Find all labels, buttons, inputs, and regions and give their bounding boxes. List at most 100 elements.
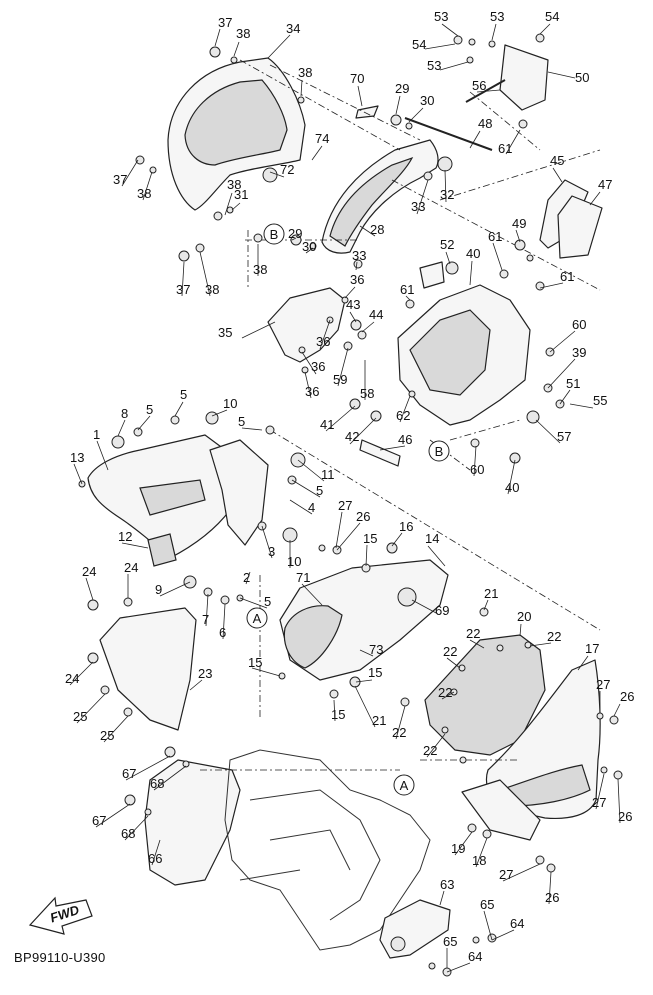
svg-text:59: 59 [333, 372, 347, 387]
svg-text:53: 53 [434, 9, 448, 24]
svg-text:50: 50 [575, 70, 589, 85]
svg-text:74: 74 [315, 131, 329, 146]
svg-text:22: 22 [392, 725, 406, 740]
svg-text:B: B [270, 227, 279, 242]
svg-text:26: 26 [356, 509, 370, 524]
svg-text:44: 44 [369, 307, 383, 322]
svg-text:7: 7 [202, 612, 209, 627]
svg-text:15: 15 [368, 665, 382, 680]
svg-text:9: 9 [155, 582, 162, 597]
svg-text:45: 45 [550, 153, 564, 168]
svg-text:61: 61 [560, 269, 574, 284]
svg-text:22: 22 [423, 743, 437, 758]
svg-text:38: 38 [298, 65, 312, 80]
svg-text:61: 61 [498, 141, 512, 156]
svg-text:35: 35 [218, 325, 232, 340]
svg-text:29: 29 [288, 226, 302, 241]
svg-text:54: 54 [412, 37, 426, 52]
svg-text:28: 28 [370, 222, 384, 237]
assembly-line [200, 59, 601, 771]
svg-text:33: 33 [411, 199, 425, 214]
svg-text:56: 56 [472, 78, 486, 93]
svg-text:21: 21 [372, 713, 386, 728]
svg-text:5: 5 [146, 402, 153, 417]
panel-12 [147, 533, 177, 567]
svg-text:49: 49 [512, 216, 526, 231]
svg-text:60: 60 [470, 462, 484, 477]
svg-text:12: 12 [118, 529, 132, 544]
svg-text:A: A [253, 611, 262, 626]
svg-text:B: B [435, 444, 444, 459]
reference-code: BP99110-U390 [14, 950, 106, 965]
section-marker-a-lower: A [393, 774, 415, 796]
piece-52 [419, 261, 445, 289]
svg-text:53: 53 [427, 58, 441, 73]
panel-23 [99, 607, 197, 731]
svg-text:40: 40 [466, 246, 480, 261]
svg-text:52: 52 [440, 237, 454, 252]
section-marker-b-upper: B [263, 223, 285, 245]
svg-text:72: 72 [280, 162, 294, 177]
front-cowl-17-trim [499, 764, 591, 807]
svg-text:22: 22 [466, 626, 480, 641]
svg-text:27: 27 [338, 498, 352, 513]
svg-text:33: 33 [352, 248, 366, 263]
bracket-3 [209, 439, 269, 546]
svg-text:38: 38 [227, 177, 241, 192]
svg-text:68: 68 [121, 826, 135, 841]
svg-text:42: 42 [345, 429, 359, 444]
svg-text:32: 32 [440, 187, 454, 202]
svg-text:38: 38 [205, 282, 219, 297]
svg-text:68: 68 [150, 776, 164, 791]
svg-text:17: 17 [585, 641, 599, 656]
svg-text:23: 23 [198, 666, 212, 681]
svg-text:29: 29 [395, 81, 409, 96]
svg-text:64: 64 [510, 916, 524, 931]
svg-text:62: 62 [396, 408, 410, 423]
svg-text:43: 43 [346, 297, 360, 312]
svg-text:58: 58 [360, 386, 374, 401]
stay-48 [404, 117, 493, 151]
svg-text:11: 11 [321, 467, 335, 482]
svg-text:54: 54 [545, 9, 559, 24]
piece-70 [355, 105, 379, 119]
svg-text:1: 1 [93, 427, 100, 442]
svg-text:10: 10 [287, 554, 301, 569]
svg-text:36: 36 [350, 272, 364, 287]
svg-text:38: 38 [253, 262, 267, 277]
svg-text:26: 26 [618, 809, 632, 824]
fwd-arrow: FWD [28, 896, 93, 935]
svg-text:24: 24 [65, 671, 79, 686]
svg-text:26: 26 [620, 689, 634, 704]
svg-text:4: 4 [308, 500, 315, 515]
stay-66 [144, 759, 241, 886]
svg-text:69: 69 [435, 603, 449, 618]
svg-text:10: 10 [223, 396, 237, 411]
svg-text:38: 38 [236, 26, 250, 41]
section-marker-b-lower: B [428, 440, 450, 462]
svg-text:34: 34 [286, 21, 300, 36]
svg-text:46: 46 [398, 432, 412, 447]
svg-text:73: 73 [369, 642, 383, 657]
svg-text:14: 14 [425, 531, 439, 546]
svg-text:16: 16 [399, 519, 413, 534]
svg-text:37: 37 [176, 282, 190, 297]
svg-text:47: 47 [598, 177, 612, 192]
svg-text:57: 57 [557, 429, 571, 444]
svg-text:41: 41 [320, 417, 334, 432]
svg-text:20: 20 [517, 609, 531, 624]
svg-text:30: 30 [420, 93, 434, 108]
svg-text:51: 51 [566, 376, 580, 391]
svg-text:37: 37 [218, 15, 232, 30]
svg-text:71: 71 [296, 570, 310, 585]
svg-text:67: 67 [122, 766, 136, 781]
svg-text:15: 15 [331, 707, 345, 722]
svg-text:22: 22 [443, 644, 457, 659]
svg-text:21: 21 [484, 586, 498, 601]
inner-panel-34-window [184, 79, 288, 166]
svg-text:53: 53 [490, 9, 504, 24]
stay-63 [379, 899, 451, 959]
bracket-assembly-39-ribs [409, 309, 491, 396]
svg-text:48: 48 [478, 116, 492, 131]
